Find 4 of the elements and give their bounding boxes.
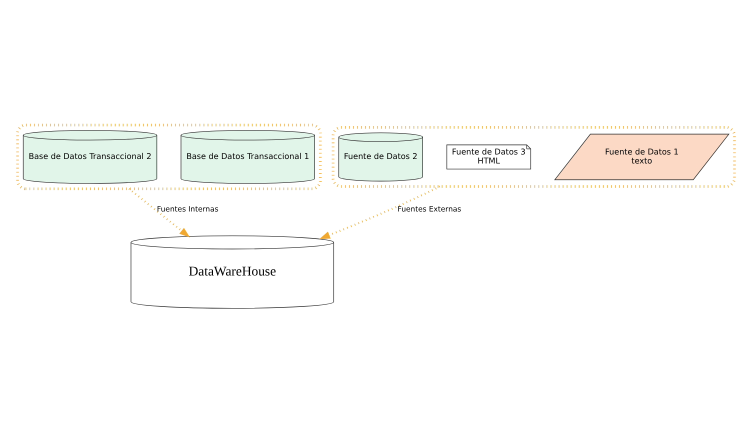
- arrow: [319, 186, 440, 240]
- arrow: [128, 188, 190, 238]
- cluster: [332, 126, 736, 188]
- cluster: [16, 124, 322, 190]
